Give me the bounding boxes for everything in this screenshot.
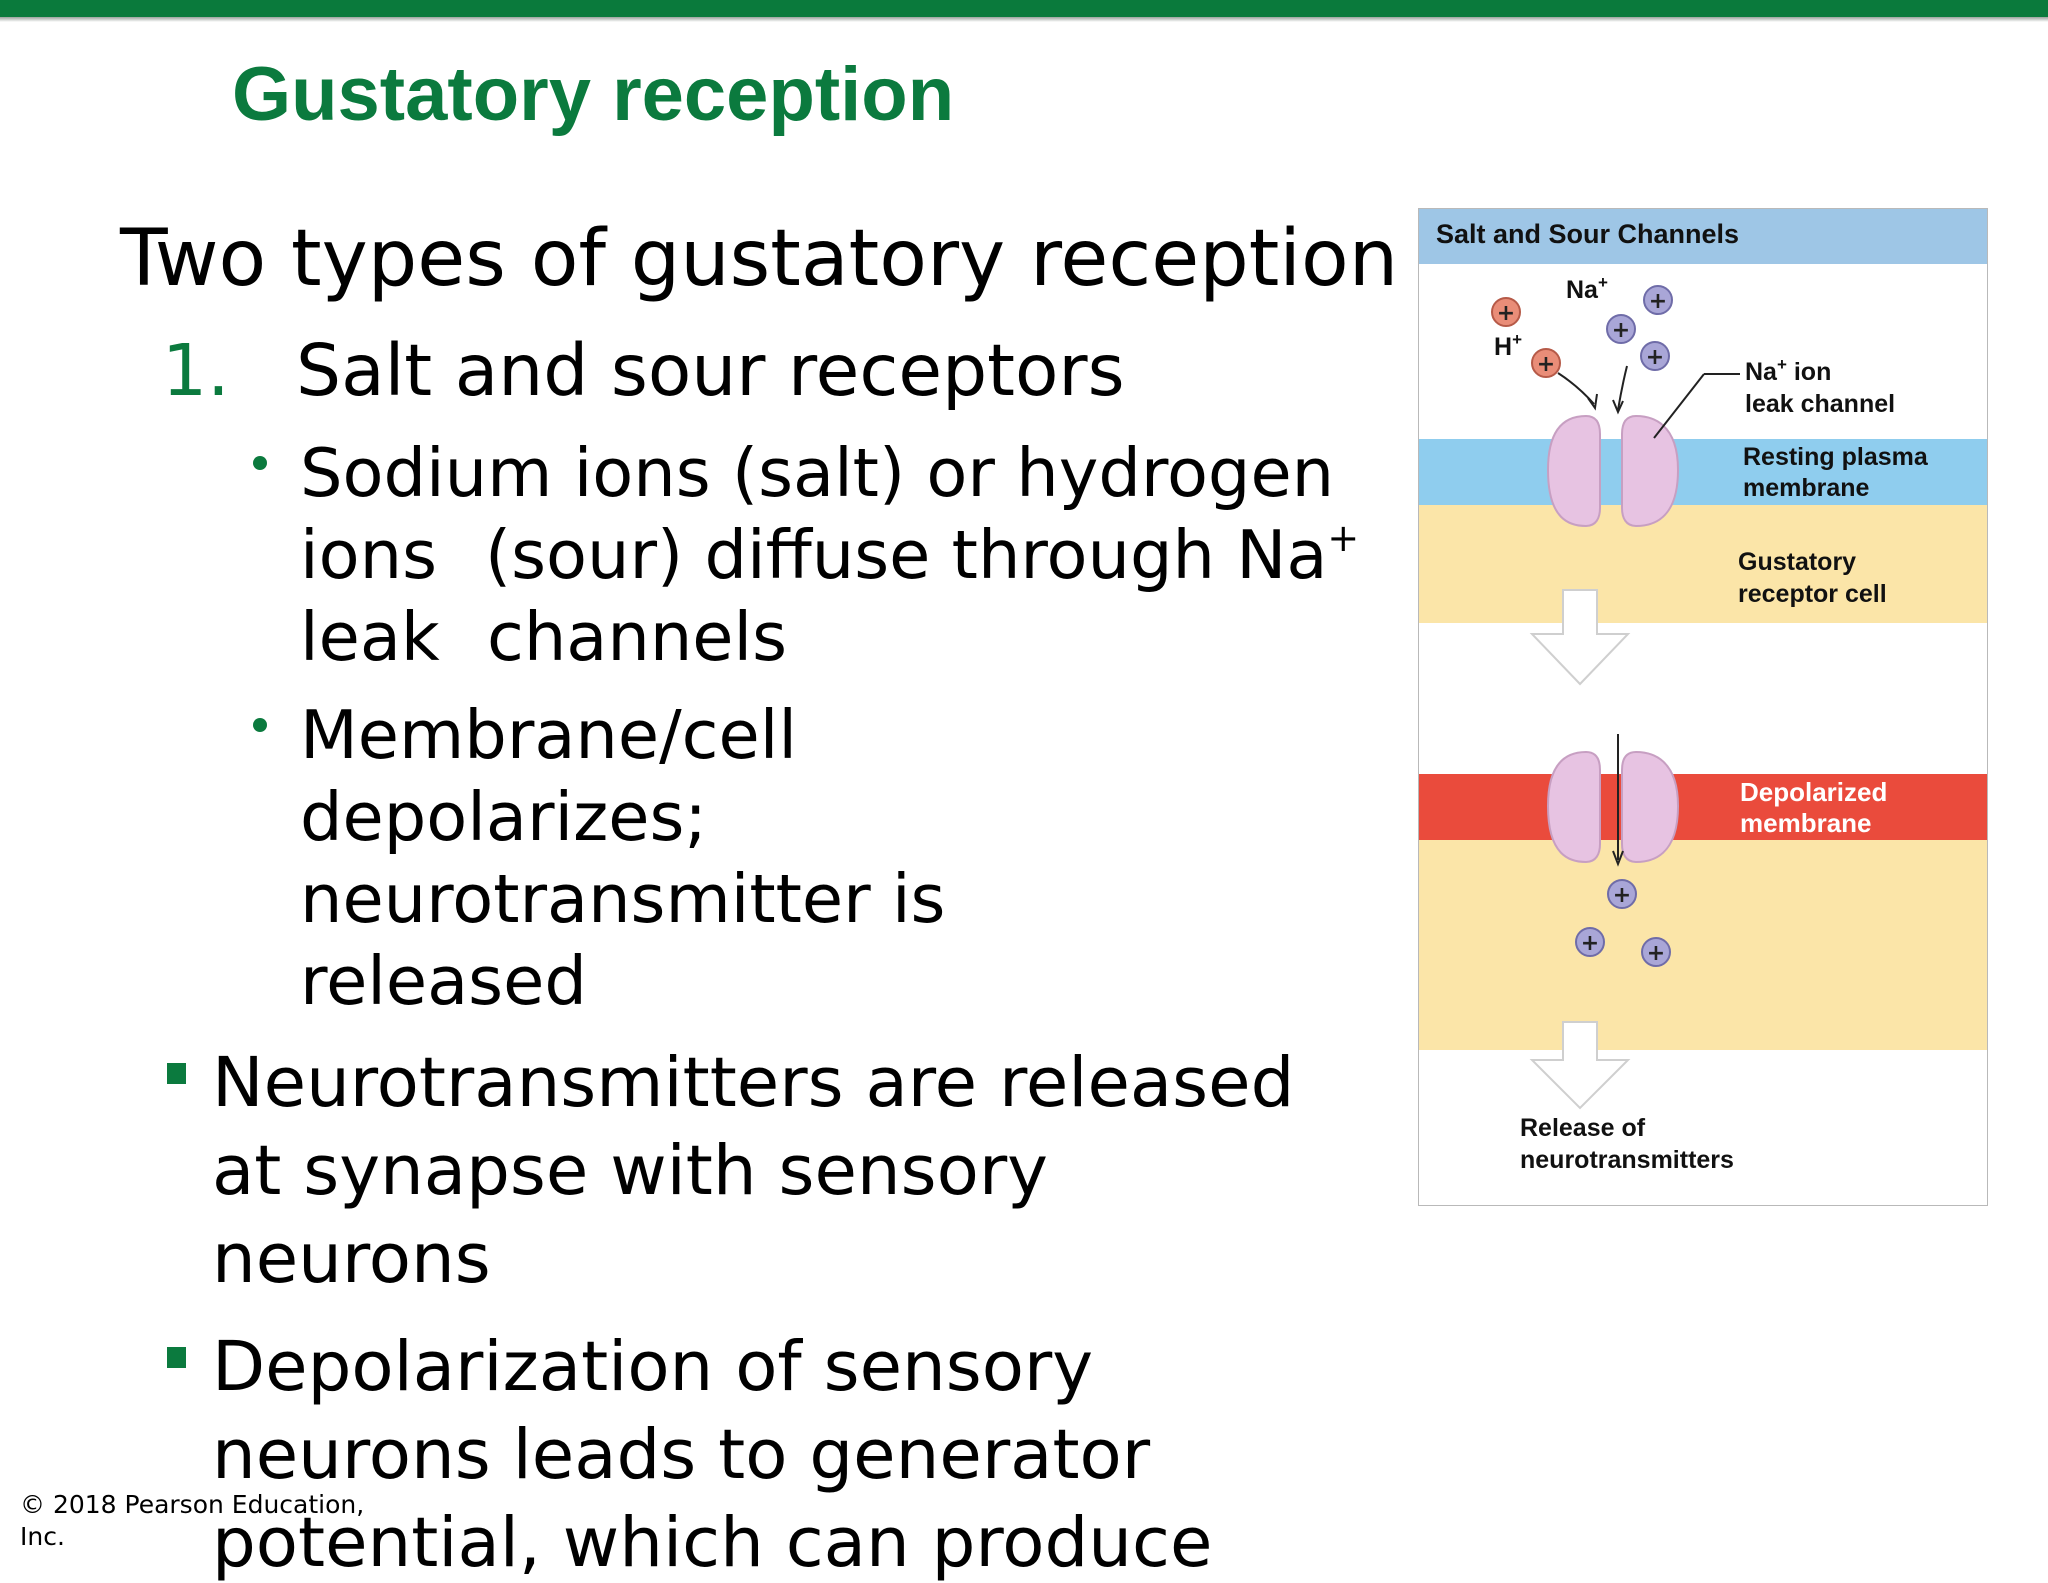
slide-title: Gustatory reception xyxy=(232,52,955,137)
figure-header-bar xyxy=(1419,209,1987,264)
square-bullet-1 xyxy=(167,1063,186,1084)
bullet1-line2-text: (sour) diffuse through Na xyxy=(485,516,1328,594)
svg-text:+: + xyxy=(1646,345,1664,370)
square1-line1: Neurotransmitters are released xyxy=(212,1043,1295,1123)
h-label: H+ xyxy=(1494,330,1522,361)
na-ion-inside-2: + xyxy=(1575,927,1605,957)
bullet1-line2-b: (sour) diffuse through Na+ xyxy=(485,516,1359,594)
figure-header-text: Salt and Sour Channels xyxy=(1436,219,1739,249)
copyright-line2: Inc. xyxy=(20,1522,65,1551)
svg-text:+: + xyxy=(1581,931,1599,956)
bullet1-line3-b: channels xyxy=(487,598,788,676)
heading-text: Two types of gustatory reception xyxy=(120,214,1399,304)
svg-text:+: + xyxy=(1537,352,1555,377)
na-ion-path-arrow xyxy=(1617,365,1628,411)
gustatory-cell-label-line2: receptor cell xyxy=(1738,580,1887,608)
h-ion-1: + xyxy=(1491,297,1521,327)
leak-channel-top xyxy=(1546,414,1680,528)
bullet1-line1: Sodium ions (salt) or hydrogen xyxy=(300,434,1335,512)
figure-svg: Salt and Sour Channels Na+ H+ + + xyxy=(1417,207,1989,1207)
leak-channel-bottom xyxy=(1546,750,1680,864)
item-number-1: 1. xyxy=(162,329,230,412)
square2-line2: neurons leads to generator xyxy=(212,1415,1151,1495)
leak-channel-pointer xyxy=(1653,373,1705,439)
copyright-line1: © 2018 Pearson Education, xyxy=(20,1490,365,1519)
svg-text:+: + xyxy=(1497,301,1515,326)
svg-text:+: + xyxy=(1647,941,1665,966)
square1-line3: neurons xyxy=(212,1219,491,1299)
bullet1-line3-a: leak xyxy=(300,598,440,676)
svg-text:+: + xyxy=(1613,883,1631,908)
receptor-cell-region-top xyxy=(1419,505,1987,623)
bullet1-line2-a: ions xyxy=(300,516,437,594)
down-arrow-1 xyxy=(1529,589,1631,686)
square-bullet-2 xyxy=(167,1347,186,1368)
depolarized-membrane-band xyxy=(1419,774,1987,840)
square2-line1: Depolarization of sensory xyxy=(212,1327,1094,1407)
top-bar-shadow xyxy=(0,17,2048,22)
bullet-dot-1 xyxy=(253,456,267,470)
depolarized-label-line2: membrane xyxy=(1740,808,1872,838)
bullet2-line2: depolarizes; xyxy=(300,778,707,856)
svg-text:+: + xyxy=(1612,318,1630,343)
salt-sour-channel-figure: Salt and Sour Channels Na+ H+ + + xyxy=(1417,207,1989,1207)
receptor-cell-region-bottom xyxy=(1419,840,1987,1050)
bullet-dot-2 xyxy=(253,718,267,732)
na-label: Na+ xyxy=(1566,273,1608,304)
resting-membrane-label-line2: membrane xyxy=(1743,474,1870,502)
gustatory-cell-label-line1: Gustatory xyxy=(1738,548,1856,576)
leak-channel-label-line2: leak channel xyxy=(1745,390,1895,418)
h-ion-2: + xyxy=(1531,348,1561,378)
influx-arrow-head xyxy=(1612,850,1624,867)
bullet1-superscript: + xyxy=(1327,515,1360,560)
bullet2-line3: neurotransmitter is xyxy=(300,860,946,938)
item-label-1: Salt and sour receptors xyxy=(296,329,1125,412)
na-ion-2: + xyxy=(1606,314,1636,344)
svg-text:+: + xyxy=(1649,289,1667,314)
release-label-line1: Release of xyxy=(1520,1114,1646,1142)
depolarized-label-line1: Depolarized xyxy=(1740,777,1887,807)
down-arrow-2 xyxy=(1529,1021,1631,1110)
top-accent-bar xyxy=(0,0,2048,17)
resting-membrane-band xyxy=(1419,439,1987,505)
na-ion-1: + xyxy=(1643,285,1673,315)
bullet2-line1: Membrane/cell xyxy=(300,696,797,774)
na-ion-3: + xyxy=(1640,341,1670,371)
leak-channel-label-line1: Na+ ion xyxy=(1745,355,1831,386)
bullet2-line4: released xyxy=(300,942,587,1020)
na-ion-inside-1: + xyxy=(1607,879,1637,909)
square1-line2: at synapse with sensory xyxy=(212,1131,1049,1211)
resting-membrane-label-line1: Resting plasma xyxy=(1743,443,1929,471)
release-label-line2: neurotransmitters xyxy=(1520,1146,1734,1174)
na-ion-inside-3: + xyxy=(1641,937,1671,967)
